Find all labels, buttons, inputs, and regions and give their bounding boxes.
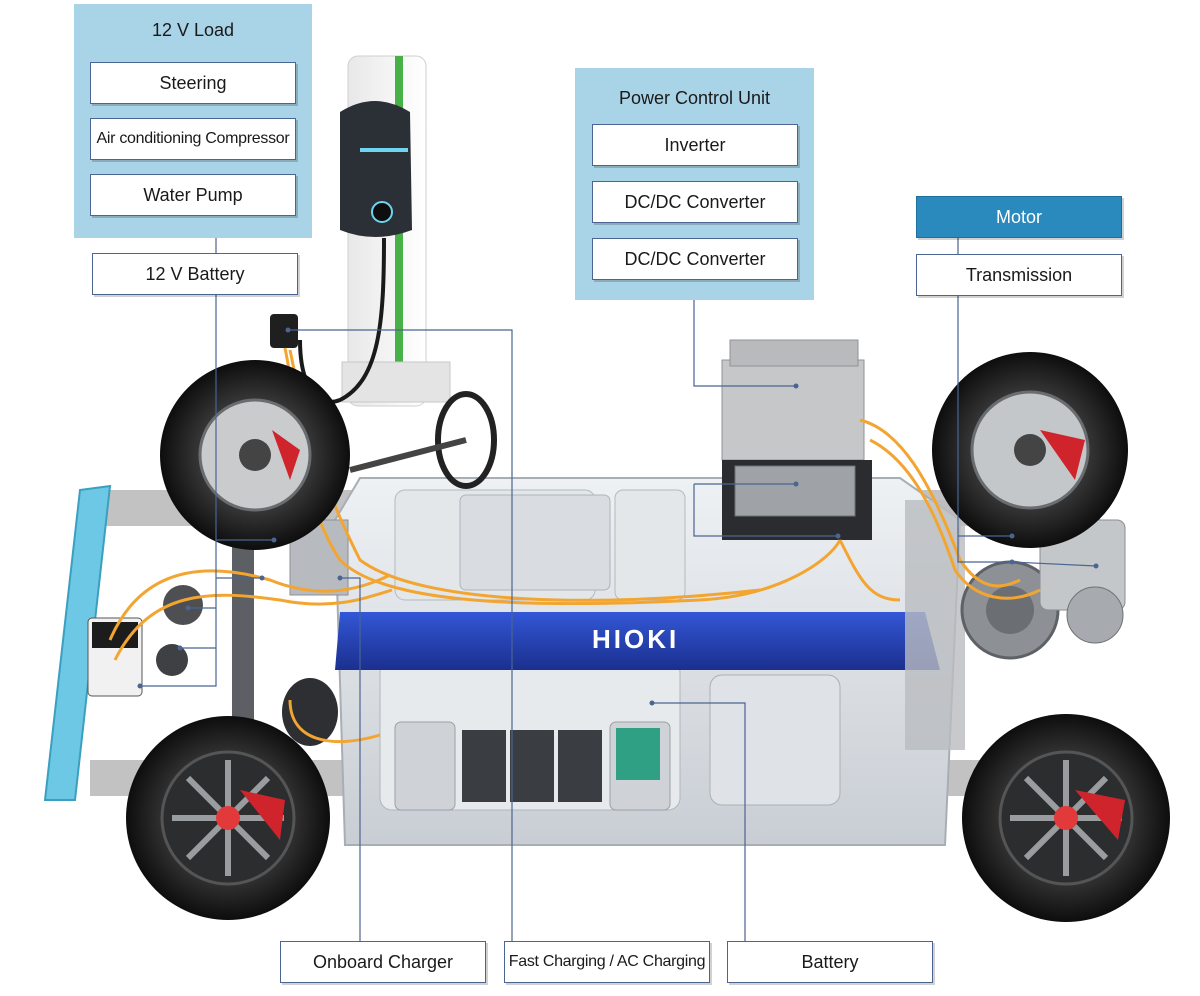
brand-logo-text: HIOKI xyxy=(592,624,679,654)
label-12v-battery: 12 V Battery xyxy=(92,253,298,295)
label-dcdc-converter-1: DC/DC Converter xyxy=(592,181,798,223)
label-battery: Battery xyxy=(727,941,933,983)
label-inverter: Inverter xyxy=(592,124,798,166)
wheel-front-right xyxy=(126,716,330,920)
label-steering: Steering xyxy=(90,62,296,104)
label-air-conditioning-compressor: Air conditioning Compressor xyxy=(90,118,296,160)
leader-lines xyxy=(140,220,1097,942)
panel-12v-load: 12 V Load Steering Air conditioning Comp… xyxy=(74,4,312,238)
label-water-pump: Water Pump xyxy=(90,174,296,216)
label-onboard-charger: Onboard Charger xyxy=(280,941,486,983)
panel-power-control-unit: Power Control Unit Inverter DC/DC Conver… xyxy=(575,68,814,300)
pcu-hardware xyxy=(721,339,872,540)
label-transmission: Transmission xyxy=(916,254,1122,296)
panel-pcu-title: Power Control Unit xyxy=(618,88,771,108)
leader-dots xyxy=(137,327,1099,706)
label-fast-charging-ac-charging: Fast Charging / AC Charging xyxy=(504,941,710,983)
brand-band: HIOKI xyxy=(335,612,940,670)
label-dcdc-converter-2: DC/DC Converter xyxy=(592,238,798,280)
label-motor: Motor xyxy=(916,196,1122,238)
wheel-front-left xyxy=(160,360,350,550)
wheel-rear-right xyxy=(962,714,1170,922)
wheel-rear-left xyxy=(932,352,1128,548)
panel-12v-load-title: 12 V Load xyxy=(151,20,235,40)
